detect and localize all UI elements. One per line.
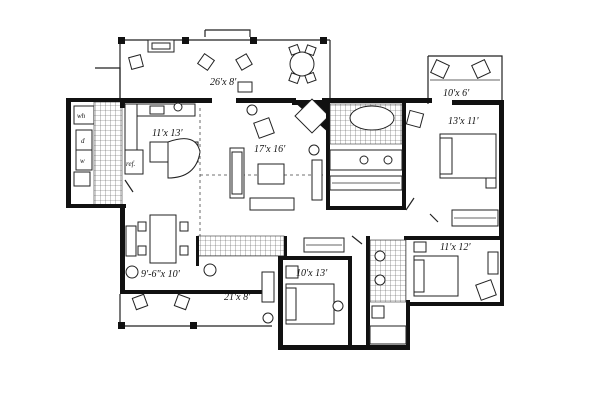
master-suite: 13'x 11' (326, 100, 499, 227)
dining-label: 9'-6"x 10' (141, 269, 181, 280)
rear-porch-label: 26'x 8' (210, 77, 237, 88)
washer-label: w (80, 157, 85, 165)
refrigerator-label: ref. (126, 160, 136, 168)
rear-porch: 26'x 8' (118, 29, 331, 100)
side-deck: 10'x 6' (427, 55, 503, 104)
dining: 9'-6"x 10' (125, 214, 217, 280)
kitchen: ref. 11'x 13' (124, 102, 201, 179)
front-porch-label: 21'x 8' (224, 292, 251, 303)
dryer-label: d (81, 137, 85, 145)
bedroom-3: 11'x 12' (413, 241, 499, 301)
bedroom-3-label: 11'x 12' (440, 242, 471, 253)
side-deck-label: 10'x 6' (443, 88, 470, 99)
bath-2 (366, 236, 407, 350)
interior-walls (124, 179, 439, 266)
water-heater-label: wh (77, 112, 86, 120)
great-room-label: 17'x 16' (254, 144, 286, 155)
bedroom-2: 10'x 13' (278, 256, 352, 350)
kitchen-label: 11'x 13' (152, 128, 183, 139)
front-porch: 21'x 8' (118, 271, 275, 329)
hall (197, 235, 345, 257)
great-room: 17'x 16' (199, 98, 330, 240)
bedroom-2-label: 10'x 13' (296, 268, 328, 279)
master-bedroom-label: 13'x 11' (448, 116, 479, 127)
laundry: wh d w (73, 67, 123, 207)
